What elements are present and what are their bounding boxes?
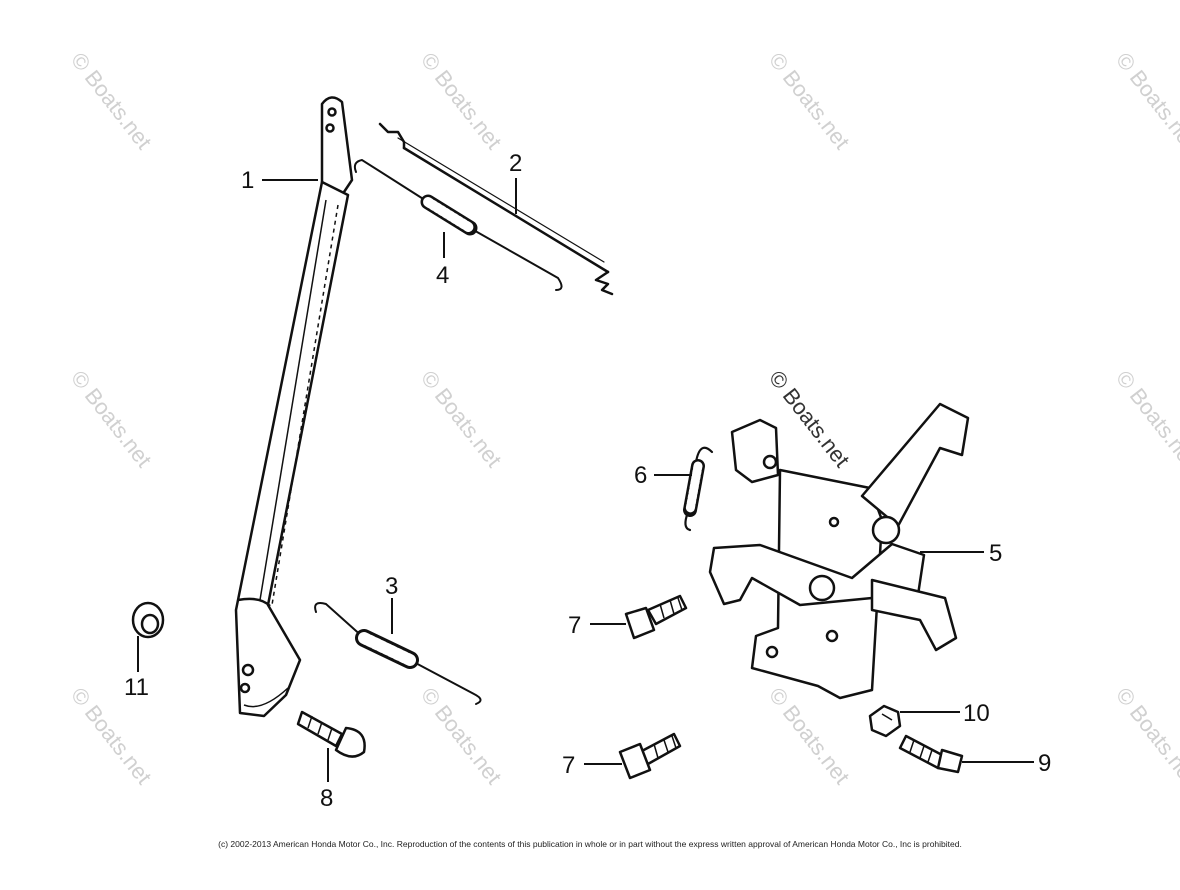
- part-flange-bolt-lower: [618, 732, 682, 780]
- watermark: © Boats.net: [764, 48, 855, 154]
- watermarks: © Boats.net © Boats.net © Boats.net © Bo…: [66, 48, 1180, 789]
- callout-8: 8: [320, 785, 333, 812]
- watermark: © Boats.net: [416, 48, 507, 154]
- part-bolt-9: [898, 734, 964, 774]
- part-governor-arm: [234, 96, 354, 718]
- watermark: © Boats.net: [66, 48, 157, 154]
- part-rod-spring: [353, 158, 563, 291]
- watermark: © Boats.net: [1111, 48, 1180, 154]
- part-bolt-8: [296, 710, 366, 758]
- callout-9: 9: [1038, 750, 1051, 777]
- watermark: © Boats.net: [416, 366, 507, 472]
- part-flange-bolt-upper: [624, 594, 688, 640]
- callout-6: 6: [634, 462, 647, 489]
- callout-numbers: 1 2 4 3 6 5 7 7 8 9 10 11: [124, 150, 1051, 812]
- callout-10: 10: [963, 700, 990, 727]
- callout-4: 4: [436, 262, 449, 289]
- callout-7-lower: 7: [562, 752, 575, 779]
- leader-lines: [137, 178, 1034, 782]
- callout-3: 3: [385, 573, 398, 600]
- part-small-spring: [683, 446, 714, 532]
- part-control-base: [708, 402, 970, 700]
- watermark: © Boats.net: [66, 366, 157, 472]
- watermark: © Boats.net: [416, 683, 507, 789]
- part-governor-spring: [314, 602, 482, 705]
- callout-2: 2: [509, 150, 522, 177]
- watermark: © Boats.net: [1111, 366, 1180, 472]
- part-governor-rod: [378, 122, 614, 296]
- copyright-notice: (c) 2002-2013 American Honda Motor Co., …: [218, 839, 962, 849]
- callout-7-upper: 7: [568, 612, 581, 639]
- callout-1: 1: [241, 167, 254, 194]
- callout-5: 5: [989, 540, 1002, 567]
- callout-11: 11: [124, 674, 149, 701]
- part-nut-10: [868, 704, 902, 738]
- watermark: © Boats.net: [1111, 683, 1180, 789]
- part-cap-nut-11: [131, 601, 165, 639]
